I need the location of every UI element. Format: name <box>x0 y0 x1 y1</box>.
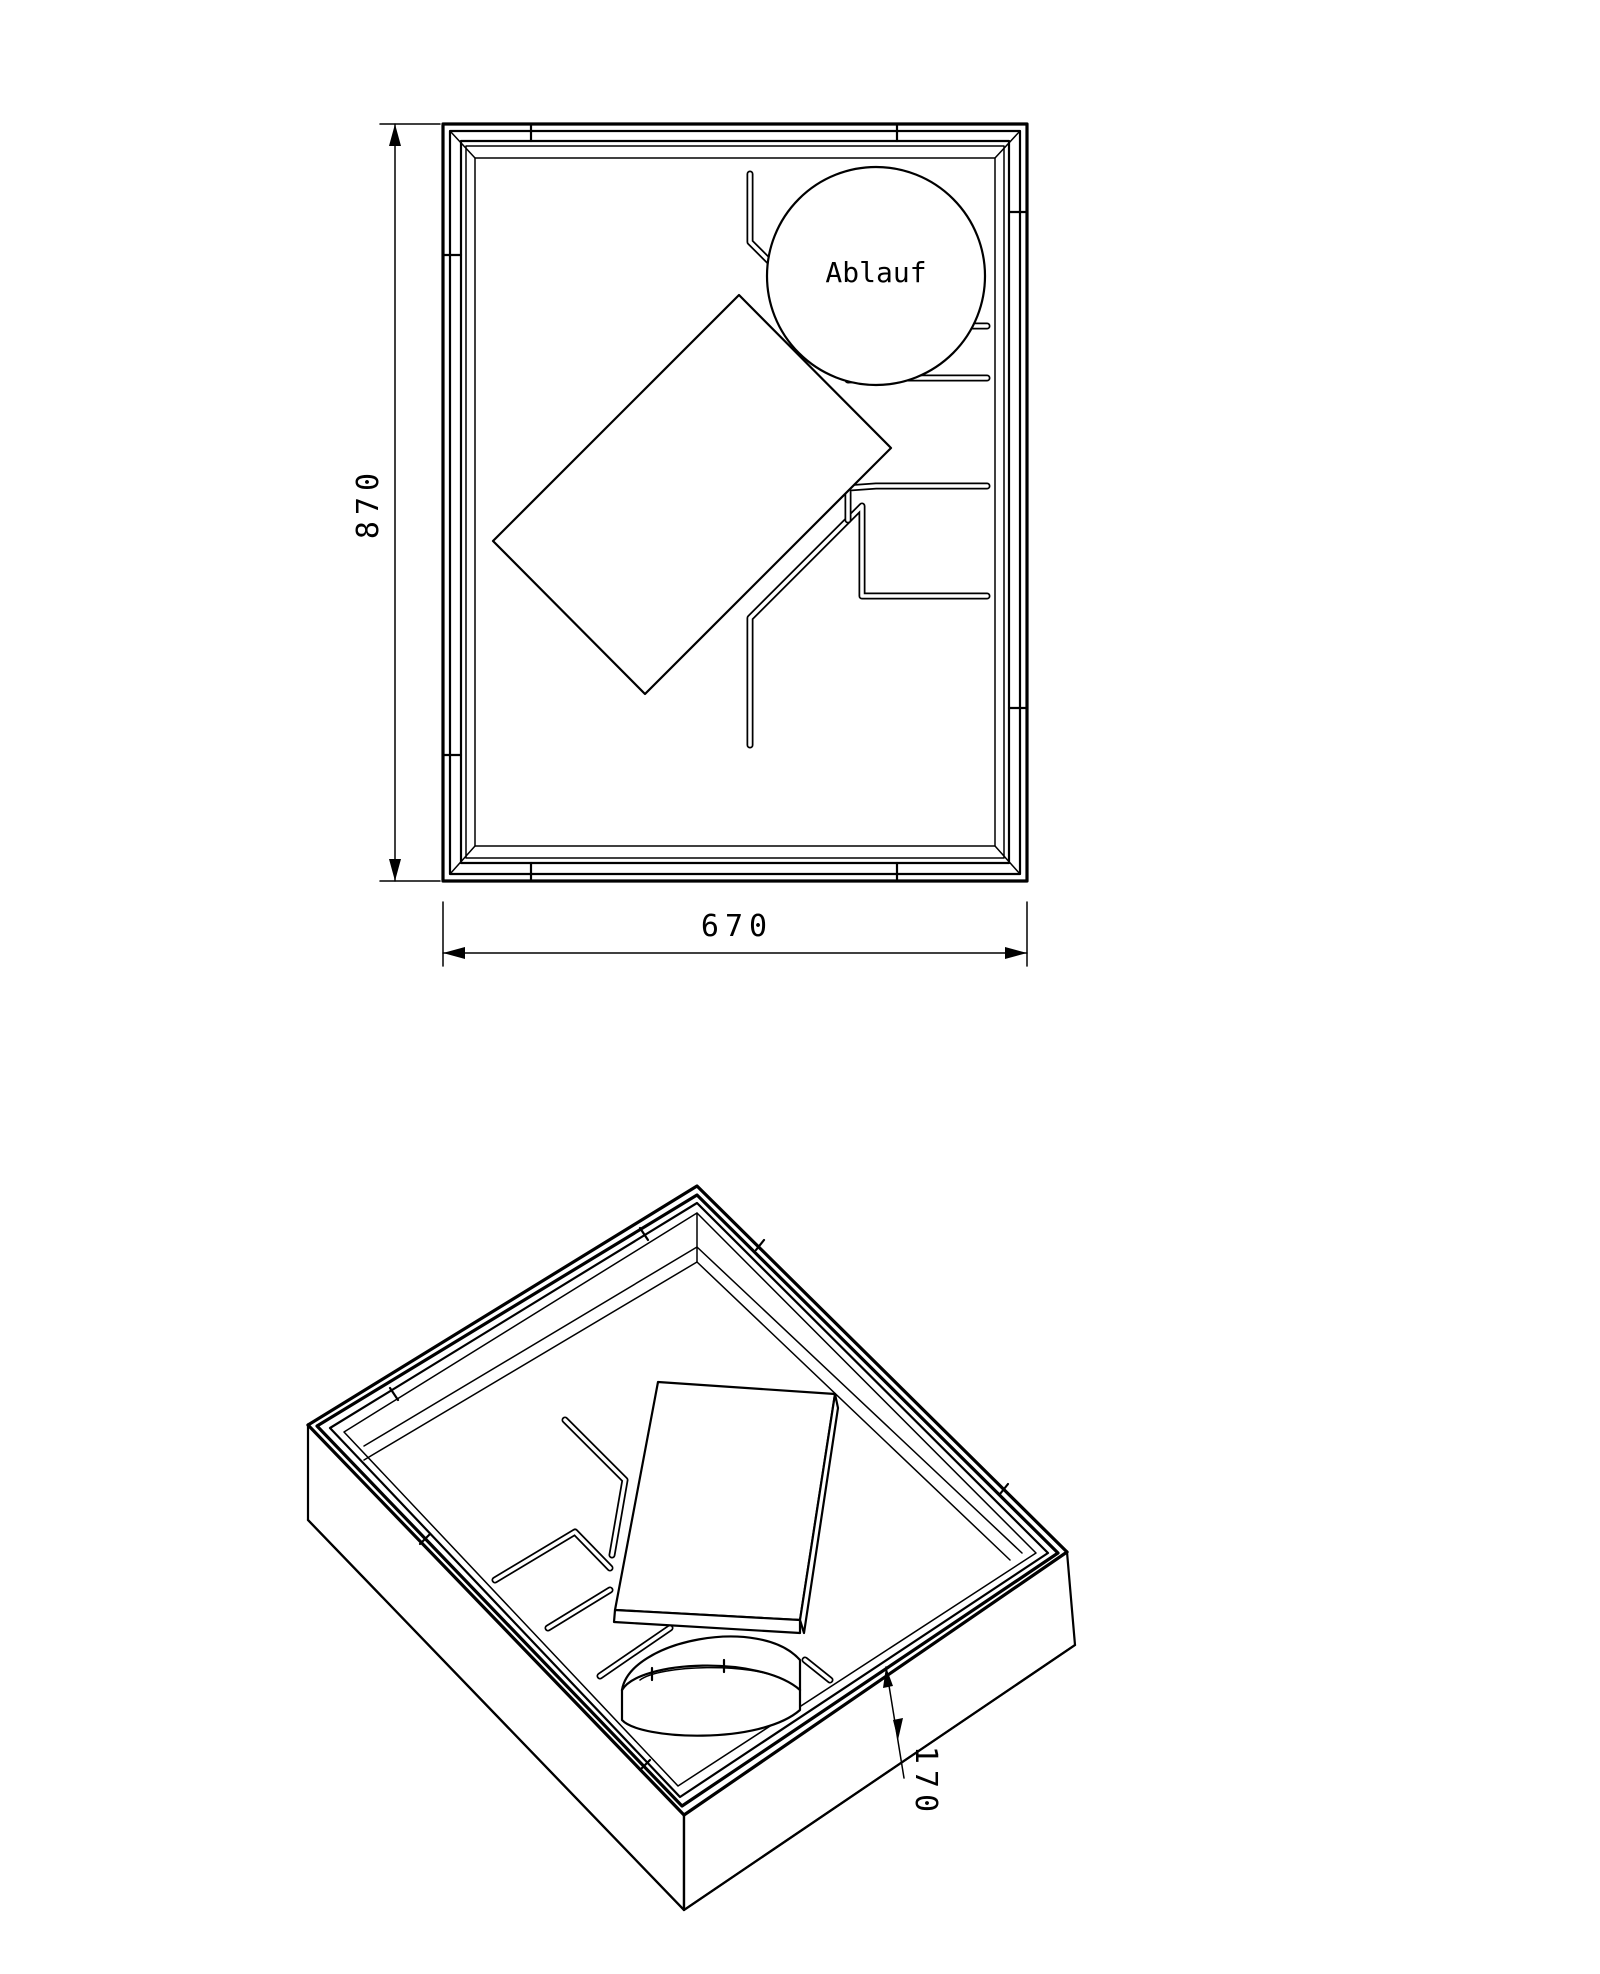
top-view: Ablauf 870 670 <box>351 122 1029 967</box>
iso-drain <box>620 1635 802 1737</box>
dimension-depth-label: 170 <box>908 1746 943 1818</box>
tray-rim <box>315 1193 1060 1808</box>
iso-view: 170 <box>306 1184 1077 1912</box>
iso-cover-plate <box>612 1380 840 1635</box>
dimension-depth: 170 <box>883 1666 943 1818</box>
drain-circle <box>765 165 987 387</box>
dimension-height: 870 <box>351 123 441 882</box>
dimension-height-label: 870 <box>351 467 386 539</box>
dimension-width-label: 670 <box>701 909 773 944</box>
cover-plate <box>491 293 893 696</box>
tray-shell <box>306 1184 1077 1912</box>
tray-frame <box>441 122 1029 883</box>
dimension-width: 670 <box>442 901 1028 967</box>
iso-drain-channels <box>491 1416 834 1684</box>
drain-label: Ablauf <box>825 256 926 289</box>
